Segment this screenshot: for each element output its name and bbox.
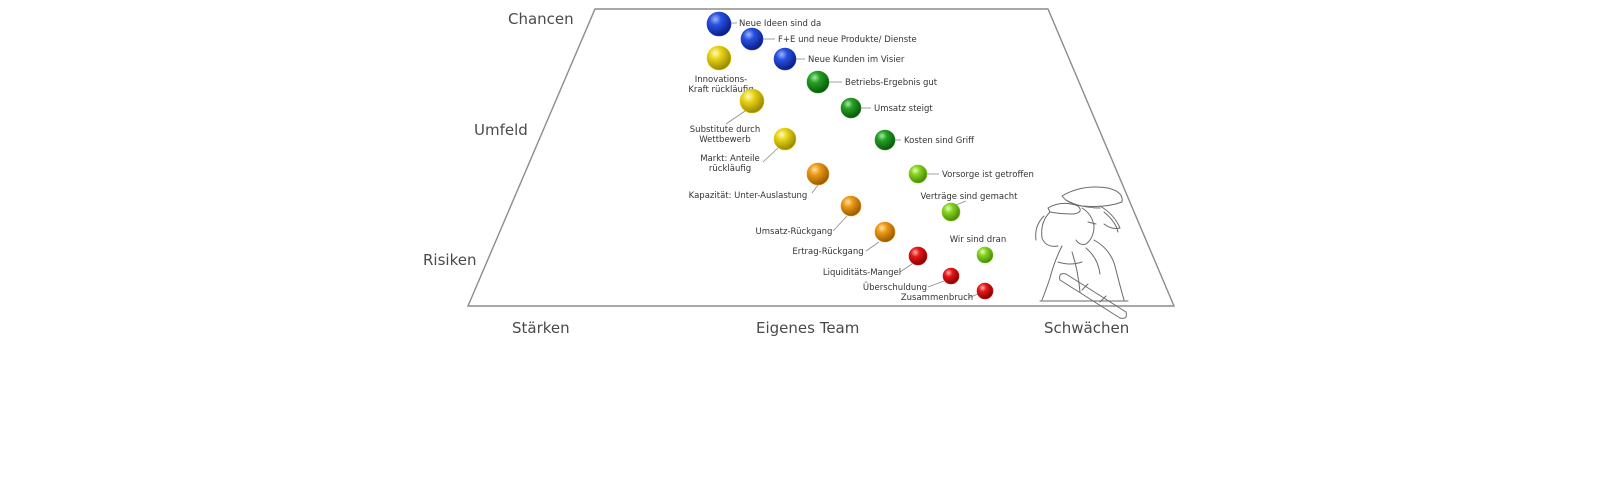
leader-line: [927, 280, 945, 288]
green-ball: [806, 70, 830, 94]
axis-label-top: Chancen: [508, 10, 574, 28]
leader-line: [955, 200, 967, 206]
item-label-line: Verträge sind gemacht: [920, 192, 1018, 202]
item-14: Wir sind dran: [950, 235, 1007, 264]
item-label: Kosten sind Griff: [904, 136, 975, 146]
blue-ball: [773, 47, 797, 71]
item-3: Innovations-Kraft rückläufig: [688, 45, 754, 95]
green-ball: [874, 129, 896, 151]
item-label-line: Kosten sind Griff: [904, 136, 975, 146]
item-label-line: Innovations-: [695, 75, 748, 85]
leader-line: [865, 241, 880, 252]
red-ball: [942, 267, 960, 285]
axis-label-bottom: Risiken: [423, 251, 476, 269]
item-label: Betriebs-Ergebnis gut: [845, 78, 938, 88]
orange-ball: [806, 162, 830, 186]
item-label: Neue Kunden im Visier: [808, 55, 905, 65]
blue-ball: [706, 11, 732, 37]
item-label: F+E und neue Produkte/ Dienste: [778, 35, 917, 45]
orange-ball: [840, 195, 862, 217]
item-13: Ertrag-Rückgang: [792, 221, 896, 257]
axis-label-right: Schwächen: [1044, 319, 1129, 337]
item-label-line: Markt: Anteile: [700, 154, 760, 164]
lookout-figure-icon: [1035, 186, 1129, 319]
leader-line: [832, 215, 848, 232]
axis-label-left: Stärken: [512, 319, 570, 337]
item-label: Liquiditäts-Mangel: [823, 268, 901, 278]
item-4: Betriebs-Ergebnis gut: [806, 70, 938, 94]
item-label-line: Überschuldung: [863, 282, 927, 293]
axis-label-center: Eigenes Team: [756, 319, 859, 337]
item-label: Überschuldung: [863, 282, 927, 293]
item-12: Umsatz-Rückgang: [756, 195, 862, 237]
item-label-line: Ertrag-Rückgang: [792, 247, 863, 257]
leader-line: [725, 110, 746, 125]
red-ball: [908, 246, 928, 266]
item-2: Neue Kunden im Visier: [773, 47, 905, 71]
leader-line: [899, 263, 913, 273]
item-label: Zusammenbruch: [901, 293, 973, 303]
blue-ball: [740, 27, 764, 51]
axis-label-middle: Umfeld: [474, 121, 528, 139]
item-label-line: F+E und neue Produkte/ Dienste: [778, 35, 917, 45]
item-layer: Neue Ideen sind da F+E und neue Produkte/…: [688, 11, 1034, 303]
item-10: Vorsorge ist getroffen: [908, 164, 1034, 184]
item-label-line: Neue Kunden im Visier: [808, 55, 905, 65]
item-label-line: Umsatz steigt: [874, 104, 933, 114]
green-ball: [840, 97, 862, 119]
item-11: Verträge sind gemacht: [920, 192, 1018, 222]
item-label-line: rückläufig: [709, 164, 751, 174]
item-label-line: Umsatz-Rückgang: [756, 227, 833, 237]
item-label: Wir sind dran: [950, 235, 1007, 245]
leader-line: [811, 184, 819, 194]
item-16: Überschuldung: [863, 267, 960, 293]
item-6: Umsatz steigt: [840, 97, 933, 119]
item-15: Liquiditäts-Mangel: [823, 246, 928, 278]
item-label: Umsatz steigt: [874, 104, 933, 114]
item-label-line: Substitute durch: [690, 125, 760, 135]
item-label-line: Wettbewerb: [699, 135, 751, 145]
item-label: Umsatz-Rückgang: [756, 227, 833, 237]
leader-line: [967, 293, 979, 299]
yellow-ball: [706, 45, 732, 71]
item-label: Verträge sind gemacht: [920, 192, 1018, 202]
item-label-line: Kapazität: Unter-Auslastung: [689, 191, 808, 201]
item-8: Kosten sind Griff: [874, 129, 975, 151]
leader-line: [762, 147, 779, 163]
item-label: Neue Ideen sind da: [739, 19, 821, 29]
diagram-frame: [466, 8, 1176, 307]
item-label-line: Zusammenbruch: [901, 293, 973, 303]
item-9: Kapazität: Unter-Auslastung: [689, 162, 830, 201]
yellow-ball: [739, 88, 765, 114]
lightgreen-ball: [976, 246, 994, 264]
item-label-line: Betriebs-Ergebnis gut: [845, 78, 938, 88]
item-label-line: Liquiditäts-Mangel: [823, 268, 901, 278]
item-label-line: Wir sind dran: [950, 235, 1007, 245]
item-label: Kapazität: Unter-Auslastung: [689, 191, 808, 201]
item-0: Neue Ideen sind da: [706, 11, 821, 37]
item-label: Ertrag-Rückgang: [792, 247, 863, 257]
item-17: Zusammenbruch: [901, 282, 994, 303]
item-label-line: Kraft rückläufig: [688, 85, 753, 95]
yellow-ball: [773, 127, 797, 151]
item-label: Innovations-Kraft rückläufig: [688, 75, 753, 95]
lightgreen-ball: [908, 164, 928, 184]
red-ball: [976, 282, 994, 300]
item-1: F+E und neue Produkte/ Dienste: [740, 27, 917, 51]
item-label-line: Neue Ideen sind da: [739, 19, 821, 29]
item-label-line: Vorsorge ist getroffen: [942, 170, 1034, 180]
item-label: Vorsorge ist getroffen: [942, 170, 1034, 180]
orange-ball: [874, 221, 896, 243]
lightgreen-ball: [941, 202, 961, 222]
